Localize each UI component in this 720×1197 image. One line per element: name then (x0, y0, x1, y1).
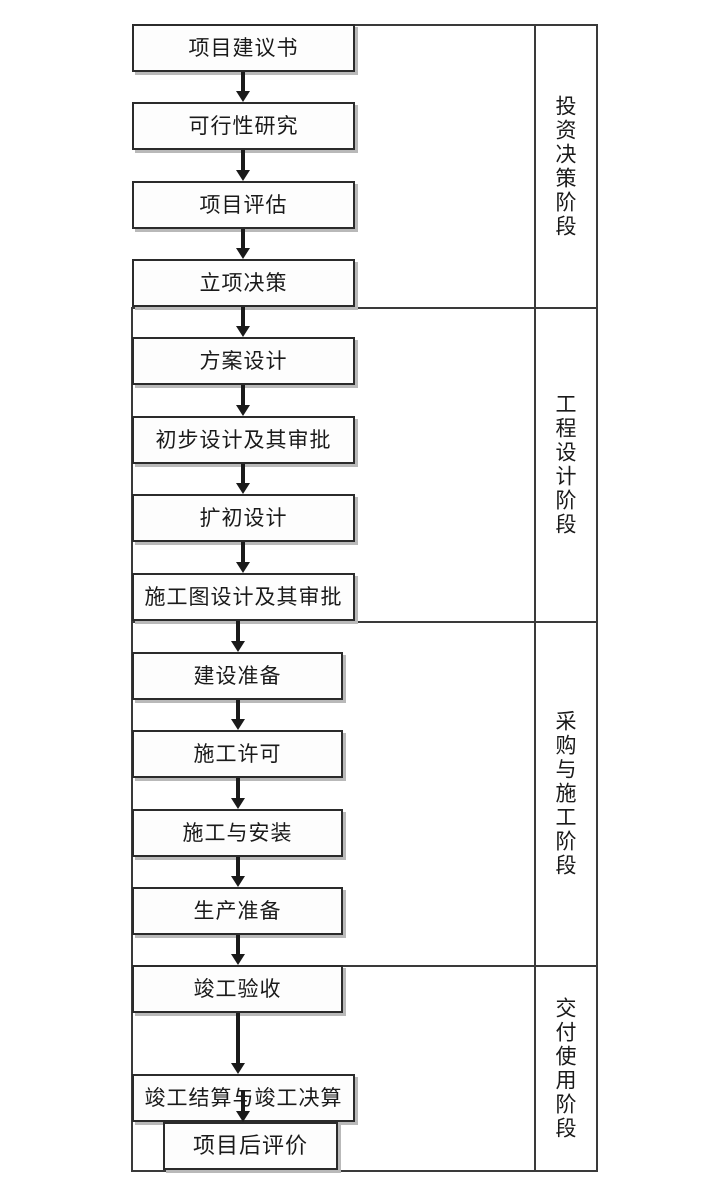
node-construction-and-installation[interactable]: 施工与安装 (132, 809, 343, 857)
node-label: 立项决策 (199, 270, 288, 295)
stage-column-right-rule (596, 24, 598, 1172)
stage-label: 采购与施工阶段 (553, 710, 578, 878)
node-post-project-evaluation[interactable]: 项目后评价 (163, 1122, 338, 1170)
node-label: 竣工验收 (193, 976, 282, 1001)
stage-divider-1 (131, 307, 596, 309)
node-construction-permit[interactable]: 施工许可 (132, 730, 343, 778)
node-label: 施工许可 (193, 741, 282, 766)
node-extended-preliminary-design[interactable]: 扩初设计 (132, 494, 355, 542)
stage-divider-bottom (131, 1170, 596, 1172)
node-project-appraisal[interactable]: 项目评估 (132, 181, 355, 229)
stage-divider-top (355, 24, 596, 26)
node-project-approval-decision[interactable]: 立项决策 (132, 259, 355, 307)
node-project-proposal[interactable]: 项目建议书 (132, 24, 355, 72)
node-label: 可行性研究 (188, 113, 299, 138)
stage-divider-2 (131, 621, 596, 623)
node-label: 扩初设计 (199, 505, 288, 530)
node-label: 项目后评价 (192, 1133, 308, 1158)
node-scheme-design[interactable]: 方案设计 (132, 337, 355, 385)
node-label: 项目建议书 (188, 35, 299, 60)
node-label: 项目评估 (199, 192, 288, 217)
node-label: 方案设计 (199, 348, 288, 373)
node-preliminary-design-approval[interactable]: 初步设计及其审批 (132, 416, 355, 464)
node-completion-acceptance[interactable]: 竣工验收 (132, 965, 343, 1013)
node-label: 初步设计及其审批 (155, 427, 332, 452)
node-label: 建设准备 (193, 663, 282, 688)
node-construction-preparation[interactable]: 建设准备 (132, 652, 343, 700)
node-label: 生产准备 (193, 898, 282, 923)
node-construction-drawing-design-approval[interactable]: 施工图设计及其审批 (132, 573, 355, 621)
stage-column-left-rule (534, 24, 536, 1172)
node-label: 施工图设计及其审批 (144, 584, 343, 609)
stage-procurement-construction: 采购与施工阶段 (536, 623, 594, 965)
stage-divider-3 (131, 965, 596, 967)
stage-label: 工程设计阶段 (553, 393, 578, 537)
stage-label: 投资决策阶段 (553, 94, 578, 239)
stage-engineering-design: 工程设计阶段 (536, 309, 594, 621)
node-label: 施工与安装 (182, 820, 293, 845)
node-feasibility-study[interactable]: 可行性研究 (132, 102, 355, 150)
stage-investment-decision: 投资决策阶段 (536, 26, 594, 307)
node-production-preparation[interactable]: 生产准备 (132, 887, 343, 935)
stage-delivery-use: 交付使用阶段 (536, 967, 594, 1170)
stage-label: 交付使用阶段 (553, 996, 578, 1141)
